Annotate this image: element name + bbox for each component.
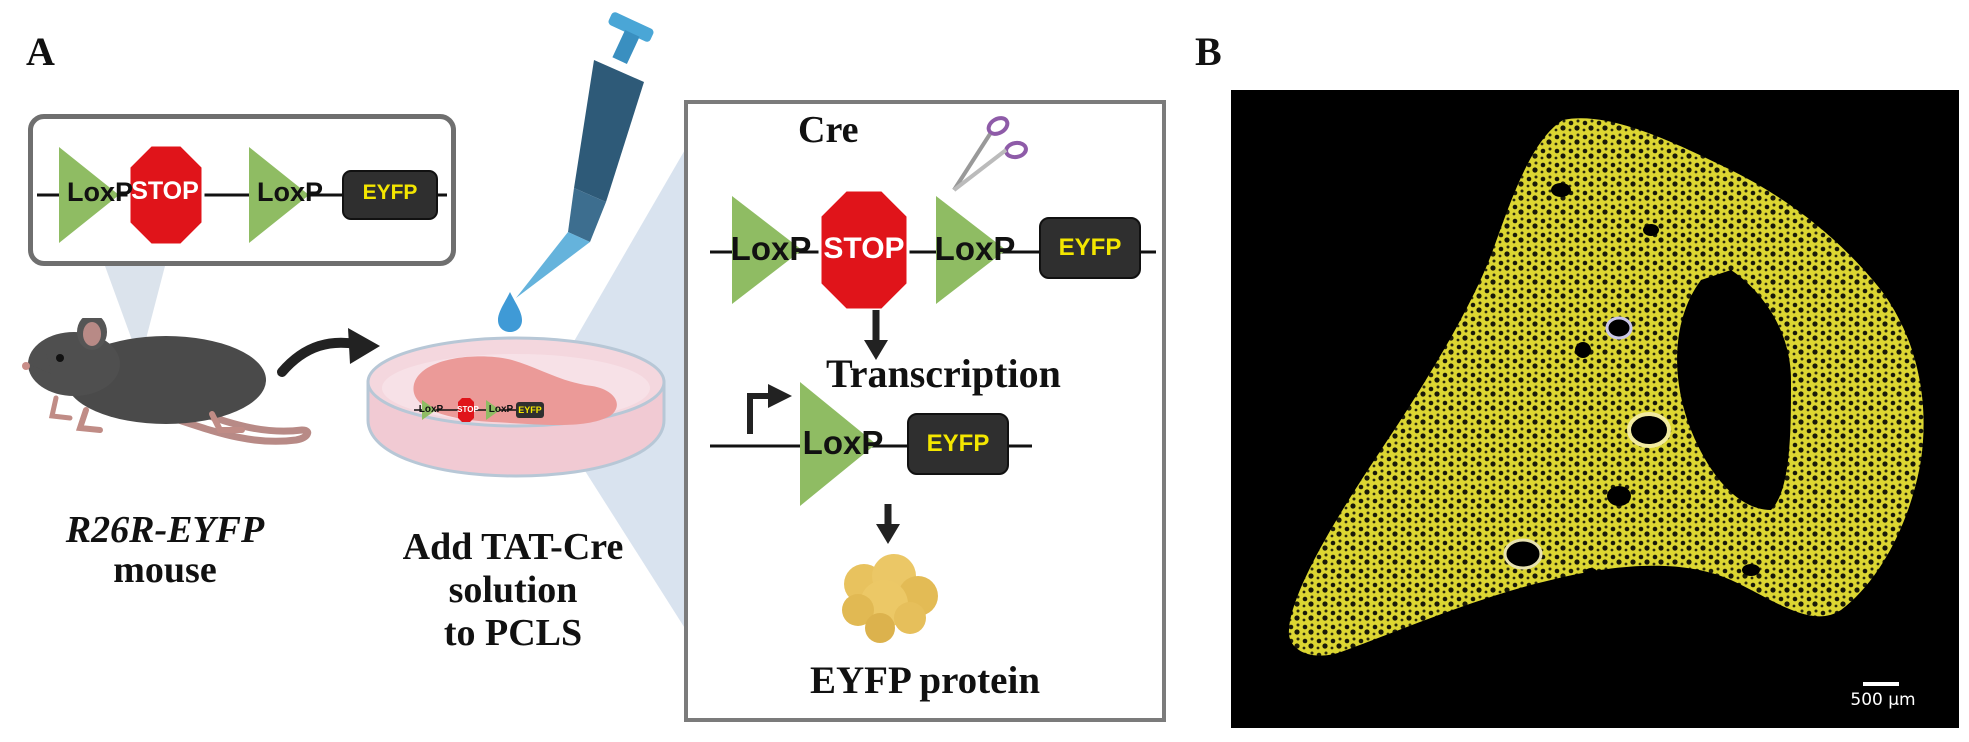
row1-loxp-triangle-2 [936, 196, 1006, 304]
lung-tissue [1288, 118, 1924, 656]
eyfp-label: EYFP [362, 181, 418, 204]
pipette-plunger [608, 12, 654, 42]
mouse-illustration [22, 318, 312, 445]
arrow-down-2 [876, 524, 900, 544]
mouse-hind-paw [209, 411, 245, 433]
pipette-body [574, 60, 644, 202]
pipette-tip [516, 232, 590, 298]
pipette-illustration [516, 12, 654, 298]
petri-dish [366, 336, 666, 478]
dish-caption-line1: Add TAT-Cre [402, 526, 624, 568]
eyfp-protein-label: EYFP protein [809, 659, 1041, 702]
arrow-down-1 [864, 340, 888, 360]
panel-b-label: B [1195, 29, 1222, 74]
mouse-front-paw [75, 407, 103, 433]
mouse-tail [132, 400, 312, 445]
transcription-label: Transcription [826, 351, 1061, 396]
row1-eyfp-label: EYFP [1058, 234, 1122, 261]
loxp-triangle-2 [249, 147, 309, 243]
curved-arrow [277, 328, 380, 377]
mechanism-inset: Cre LoxP STOP LoxP EYFP Transcription Lo… [684, 100, 1166, 722]
projection-cone [105, 266, 165, 362]
construct-box: LoxP STOP LoxP EYFP [28, 114, 456, 266]
lung-section-image [1288, 118, 1924, 686]
dish-stop: STOP [457, 405, 479, 414]
loxp-label-2: LoxP [256, 177, 323, 207]
dish-caption-line3: to PCLS [443, 612, 583, 654]
promoter-arrow [747, 393, 772, 434]
scale-bar [1863, 682, 1899, 686]
eyfp-box [342, 170, 438, 220]
cre-label: Cre [798, 109, 859, 151]
scale-bar-label: 500 µm [1850, 690, 1916, 710]
lumen [1677, 270, 1791, 510]
scissors-icon [952, 116, 1028, 192]
panel-a-label: A [26, 29, 55, 74]
row2-eyfp-label: EYFP [926, 430, 990, 457]
droplet-1 [498, 292, 522, 332]
dish-loxp-2: LoxP [488, 404, 514, 415]
mouse-eye [56, 354, 64, 362]
construct-diagram [37, 143, 447, 247]
microscopy-image: 500 µm [1231, 90, 1959, 728]
mouse-label-line1: R26R-EYFP [65, 509, 265, 551]
stop-octagon [127, 143, 205, 247]
row2-loxp-triangle [800, 382, 876, 506]
row1-loxp-triangle-1 [732, 196, 802, 304]
mouse-label-line2: mouse [113, 549, 217, 591]
row2-loxp-label: LoxP [802, 424, 884, 461]
loxp-label-1: LoxP [66, 177, 133, 207]
loxp-triangle-1 [59, 147, 119, 243]
mechanism-diagram [710, 116, 1156, 643]
eyfp-protein-blob [842, 554, 938, 643]
row1-loxp-label-1: LoxP [730, 230, 812, 267]
row1-stop-label: STOP [823, 232, 905, 265]
dish-loxp-1: LoxP [418, 404, 444, 415]
cone-shape [105, 266, 165, 362]
row1-loxp-label-2: LoxP [934, 230, 1016, 267]
row1-eyfp-box [1039, 217, 1141, 279]
dish-caption: Add TAT-Cre solution to PCLS [368, 526, 658, 655]
stop-label: STOP [131, 177, 199, 205]
row1-stop-octagon [818, 188, 910, 312]
dish-eyfp: EYFP [518, 405, 542, 415]
dish-caption-line2: solution [448, 569, 578, 611]
row2-eyfp-box [907, 413, 1009, 475]
